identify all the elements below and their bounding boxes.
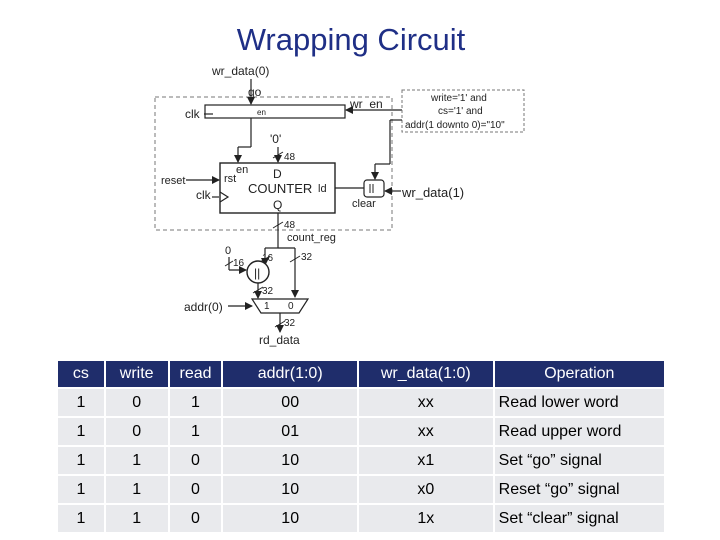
mux-input-0-label: 0 bbox=[288, 301, 294, 312]
cell-wr-data: xx bbox=[358, 418, 493, 445]
cell-wr-data: 1x bbox=[358, 505, 493, 532]
cell-addr: 10 bbox=[223, 505, 357, 532]
cell-cs: 1 bbox=[58, 389, 104, 416]
cell-cs: 1 bbox=[58, 447, 104, 474]
cell-addr: 00 bbox=[223, 389, 357, 416]
wr-en-label: wr_en bbox=[349, 97, 383, 111]
cell-wr-data: x1 bbox=[358, 447, 493, 474]
table-row: 1 1 0 10 x1 Set “go” signal bbox=[58, 447, 664, 474]
wrapper-boundary bbox=[154, 96, 393, 231]
zero-constant-label: '0' bbox=[270, 132, 281, 146]
width-16-left: 16 bbox=[233, 258, 245, 269]
mux-input-1-label: 1 bbox=[264, 301, 270, 312]
width-32-mid: 32 bbox=[262, 286, 274, 297]
page-title: Wrapping Circuit bbox=[236, 22, 466, 57]
header-read: read bbox=[169, 361, 222, 387]
table-row: 1 1 0 10 1x Set “clear” signal bbox=[58, 505, 664, 532]
cell-addr: 10 bbox=[223, 447, 357, 474]
cell-cs: 1 bbox=[58, 505, 104, 532]
cell-read: 1 bbox=[169, 389, 222, 416]
cell-wr-data: x0 bbox=[358, 476, 493, 503]
width-48-bottom: 48 bbox=[284, 220, 296, 231]
counter-en-label: en bbox=[236, 164, 248, 176]
width-48-top: 48 bbox=[284, 152, 296, 163]
header-addr: addr(1:0) bbox=[223, 361, 357, 387]
width-32-right: 32 bbox=[301, 252, 313, 263]
rd-data-label: rd_data bbox=[259, 333, 300, 347]
cell-wr-data: xx bbox=[358, 389, 493, 416]
reset-label: reset bbox=[161, 175, 185, 187]
go-reg-clk-label: clk bbox=[185, 107, 201, 121]
truth-table: cs write read addr(1:0) wr_data(1:0) Ope… bbox=[56, 359, 666, 534]
count-reg-label: count_reg bbox=[287, 232, 336, 244]
cell-write: 0 bbox=[105, 389, 168, 416]
circuit-diagram: wr_data(0) go clk en wr_en write='1' and… bbox=[154, 64, 525, 347]
cell-operation: Read lower word bbox=[494, 389, 664, 416]
cell-operation: Reset “go” signal bbox=[494, 476, 664, 503]
counter-ld-label: ld bbox=[318, 183, 327, 195]
cell-cs: 1 bbox=[58, 418, 104, 445]
cell-write: 1 bbox=[105, 476, 168, 503]
table-row: 1 1 0 10 x0 Reset “go” signal bbox=[58, 476, 664, 503]
cell-operation: Read upper word bbox=[494, 418, 664, 445]
clear-register bbox=[363, 179, 385, 198]
addr-0-label: addr(0) bbox=[184, 300, 223, 314]
condition-line-3: addr(1 downto 0)="10" bbox=[405, 120, 505, 131]
cell-addr: 10 bbox=[223, 476, 357, 503]
table-row: 1 0 1 01 xx Read upper word bbox=[58, 418, 664, 445]
go-label: go bbox=[248, 85, 262, 99]
go-register bbox=[204, 104, 346, 119]
cell-read: 1 bbox=[169, 418, 222, 445]
width-16-right: 16 bbox=[262, 253, 274, 264]
wr-data-0-label: wr_data(0) bbox=[211, 64, 269, 78]
cell-operation: Set “go” signal bbox=[494, 447, 664, 474]
wr-data-1-label: wr_data(1) bbox=[401, 185, 464, 200]
cell-operation: Set “clear” signal bbox=[494, 505, 664, 532]
header-wr-data: wr_data(1:0) bbox=[358, 361, 493, 387]
condition-line-2: cs='1' and bbox=[438, 106, 483, 117]
counter-rst-label: rst bbox=[224, 173, 236, 185]
cell-read: 0 bbox=[169, 447, 222, 474]
condition-line-1: write='1' and bbox=[430, 93, 487, 104]
header-operation: Operation bbox=[494, 361, 664, 387]
cell-write: 0 bbox=[105, 418, 168, 445]
cell-read: 0 bbox=[169, 505, 222, 532]
concat-symbol: || bbox=[254, 266, 260, 280]
counter-clk-label: clk bbox=[196, 188, 212, 202]
table-row: 1 0 1 00 xx Read lower word bbox=[58, 389, 664, 416]
cell-write: 1 bbox=[105, 505, 168, 532]
counter-name: COUNTER bbox=[248, 181, 312, 196]
cell-write: 1 bbox=[105, 447, 168, 474]
table-header-row: cs write read addr(1:0) wr_data(1:0) Ope… bbox=[58, 361, 664, 387]
counter-d-label: D bbox=[273, 167, 282, 181]
condition-box bbox=[401, 89, 525, 133]
width-32-out: 32 bbox=[284, 318, 296, 329]
clear-label: clear bbox=[352, 198, 376, 210]
cell-cs: 1 bbox=[58, 476, 104, 503]
cell-read: 0 bbox=[169, 476, 222, 503]
header-write: write bbox=[105, 361, 168, 387]
output-mux bbox=[250, 298, 310, 314]
zero-input-label: 0 bbox=[225, 245, 231, 257]
cell-addr: 01 bbox=[223, 418, 357, 445]
go-reg-en-label: en bbox=[257, 108, 266, 117]
counter-q-label: Q bbox=[273, 198, 282, 212]
header-cs: cs bbox=[58, 361, 104, 387]
